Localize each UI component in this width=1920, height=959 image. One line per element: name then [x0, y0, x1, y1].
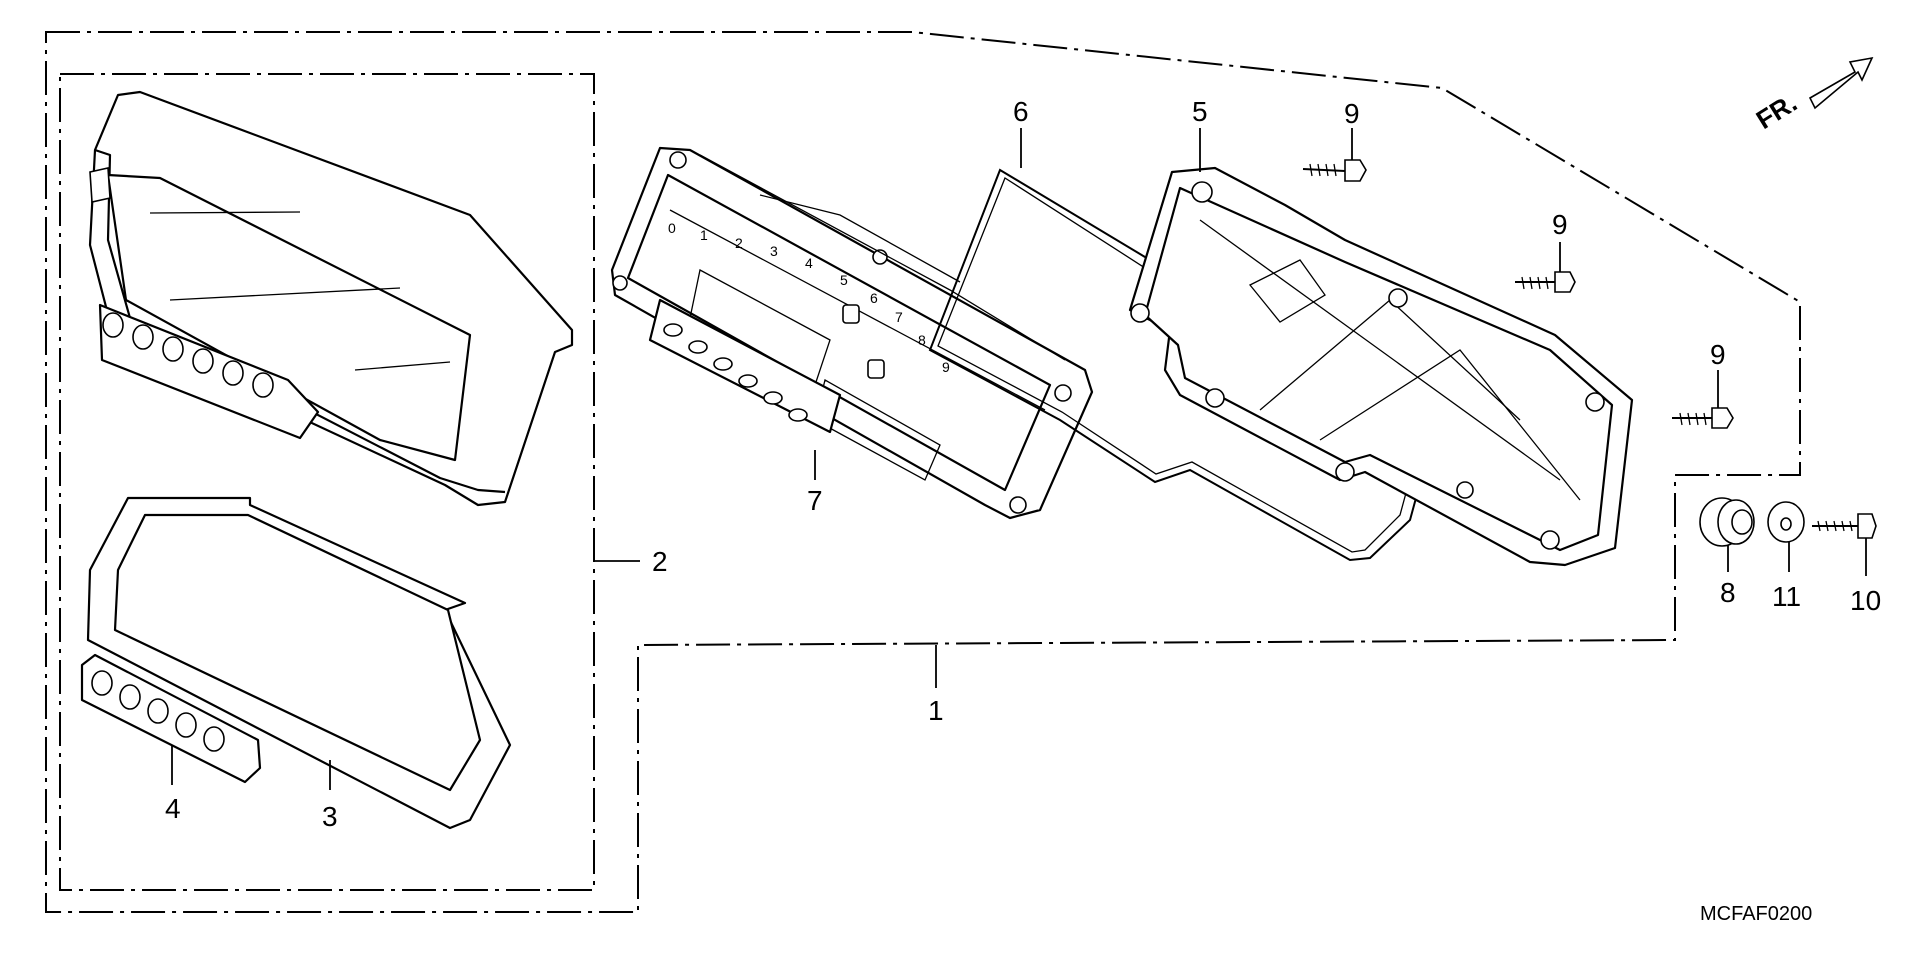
subassembly-2-boundary	[59, 73, 595, 891]
svg-text:5: 5	[840, 272, 848, 288]
indicator-lens-row	[102, 312, 274, 398]
screw-9-bottom	[1672, 407, 1734, 429]
callout-9-middle: 9	[1552, 209, 1568, 240]
svg-text:0: 0	[668, 220, 676, 236]
indicator-strip-part	[80, 653, 262, 784]
callout-10: 10	[1850, 585, 1881, 616]
svg-text:2: 2	[735, 235, 743, 251]
callout-9-top: 9	[1344, 98, 1360, 129]
callout-7: 7	[807, 485, 823, 516]
bolt-part	[1812, 513, 1877, 539]
callout-8: 8	[1720, 577, 1736, 608]
tachometer-scale: 0 1 2 3 4 5 6 7 8 9	[668, 220, 950, 375]
grommet-part	[1699, 497, 1755, 547]
svg-text:9: 9	[942, 359, 950, 375]
screw-9-middle	[1515, 271, 1576, 293]
callout-6: 6	[1013, 96, 1029, 127]
rear-case-part	[1128, 166, 1634, 567]
svg-text:3: 3	[770, 243, 778, 259]
svg-text:4: 4	[805, 255, 813, 271]
callout-5: 5	[1192, 96, 1208, 127]
svg-text:7: 7	[895, 309, 903, 325]
callout-1: 1	[928, 695, 944, 726]
callout-3: 3	[322, 801, 338, 832]
callout-9-bottom: 9	[1710, 339, 1726, 370]
bezel-part	[86, 496, 512, 830]
meter-cover-part	[88, 90, 574, 507]
svg-text:1: 1	[700, 227, 708, 243]
callout-11: 11	[1772, 581, 1801, 612]
meter-unit-part: 0 1 2 3 4 5 6 7 8 9	[610, 146, 1094, 520]
screw-9-top	[1302, 159, 1367, 182]
assembly-1-boundary	[45, 31, 1801, 913]
front-direction-label: FR.	[1751, 87, 1802, 135]
washer-part	[1767, 501, 1805, 543]
callout-2: 2	[652, 546, 668, 577]
svg-text:8: 8	[918, 332, 926, 348]
drawing-code: MCFAF0200	[1700, 903, 1812, 925]
callout-4: 4	[165, 793, 181, 824]
svg-text:6: 6	[870, 290, 878, 306]
front-direction-arrow-icon: FR.	[1751, 56, 1874, 135]
